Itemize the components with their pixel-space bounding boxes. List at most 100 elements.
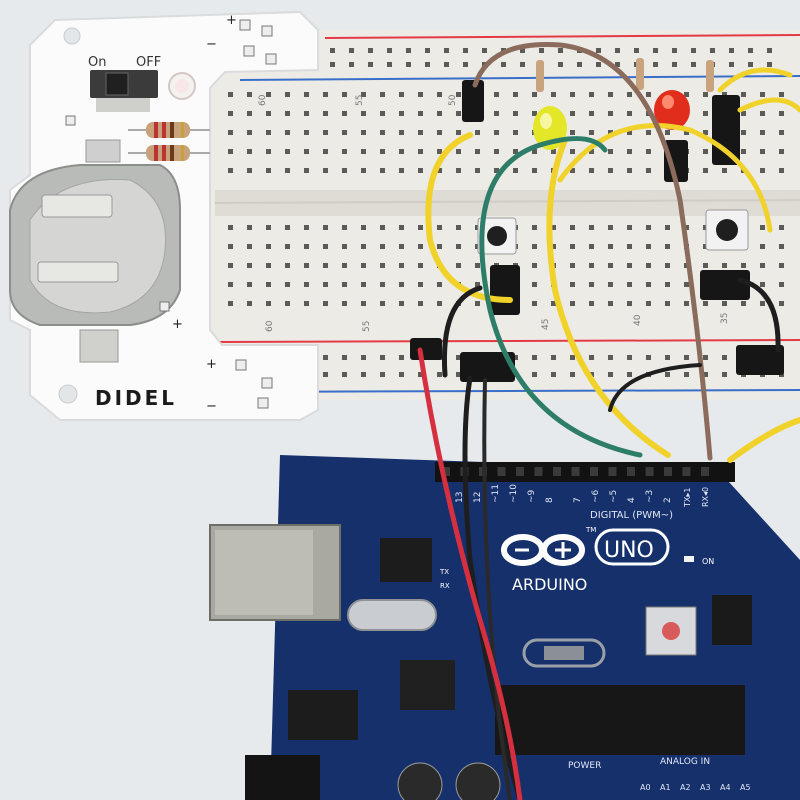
breadboard-hole <box>475 301 480 306</box>
center-groove <box>214 199 800 204</box>
rail-hole <box>684 372 689 377</box>
rail-hole <box>323 372 328 377</box>
breadboard-hole <box>323 168 328 173</box>
pin-label-4: 4 <box>627 497 637 503</box>
breadboard: 60 55 50 60 55 45 40 35 <box>205 30 800 400</box>
breadboard-hole <box>513 92 518 97</box>
breadboard-hole <box>627 244 632 249</box>
header-pin-socket <box>534 467 543 476</box>
breadboard-hole <box>741 111 746 116</box>
rail-hole <box>520 48 525 53</box>
rail-hole <box>691 62 696 67</box>
breadboard-hole <box>361 168 366 173</box>
breadboard-hole <box>722 92 727 97</box>
breadboard-hole <box>741 301 746 306</box>
breadboard-hole <box>646 301 651 306</box>
row-number-50-top: 50 <box>448 94 458 106</box>
push-button-right-cap[interactable] <box>716 219 738 241</box>
header-pin-socket <box>590 467 598 476</box>
rail-hole <box>722 372 727 377</box>
breadboard-hole <box>532 244 537 249</box>
breadboard-hole <box>342 149 347 154</box>
rail-hole <box>596 62 601 67</box>
breadboard-hole <box>570 301 575 306</box>
digital-header-pins <box>442 467 709 476</box>
rail-hole <box>558 62 563 67</box>
breadboard-hole <box>646 130 651 135</box>
breadboard-hole <box>399 92 404 97</box>
breadboard-hole <box>247 92 252 97</box>
rail-hole <box>577 62 582 67</box>
breadboard-hole <box>342 282 347 287</box>
breadboard-hole <box>513 149 518 154</box>
breadboard-hole <box>247 130 252 135</box>
breadboard-hole <box>380 244 385 249</box>
breadboard-hole <box>361 130 366 135</box>
rail-hole <box>425 62 430 67</box>
black-wire-bottom <box>608 363 702 412</box>
green-wire <box>479 136 643 458</box>
breadboard-hole <box>323 225 328 230</box>
breadboard-hole <box>456 149 461 154</box>
digital-header <box>435 462 735 482</box>
breadboard-hole <box>760 92 765 97</box>
rail-hole <box>722 355 727 360</box>
header-pin-socket <box>701 467 709 476</box>
breadboard-hole <box>342 225 347 230</box>
mount-hole-bottom <box>58 384 78 404</box>
rail-hole <box>368 62 373 67</box>
breadboard-hole <box>494 149 499 154</box>
breadboard-hole <box>228 149 233 154</box>
breadboard-hole <box>703 263 708 268</box>
breadboard-hole <box>399 168 404 173</box>
header-pin-socket <box>442 467 450 476</box>
breadboard-hole <box>646 92 651 97</box>
breadboard-hole <box>551 244 556 249</box>
breadboard-hole <box>779 263 784 268</box>
breadboard-hole <box>665 263 670 268</box>
breadboard-hole <box>399 301 404 306</box>
usb-port-face <box>215 530 313 615</box>
slide-switch-knob[interactable] <box>105 72 129 96</box>
breadboard-hole <box>456 168 461 173</box>
rail-hole <box>330 48 335 53</box>
breadboard-hole <box>589 263 594 268</box>
analog-pin-A2: A2 <box>680 783 691 792</box>
breadboard-hole <box>418 149 423 154</box>
switch-on-label: On <box>88 55 106 70</box>
breadboard-hole <box>684 130 689 135</box>
breadboard-hole <box>342 168 347 173</box>
push-button-left-cap[interactable] <box>487 226 507 246</box>
breadboard-hole <box>361 149 366 154</box>
breadboard-hole <box>342 92 347 97</box>
breadboard-hole <box>551 92 556 97</box>
breadboard-hole <box>361 92 366 97</box>
breadboard-hole <box>304 111 309 116</box>
pin-label-2: 2 <box>663 497 673 503</box>
breadboard-hole <box>570 168 575 173</box>
breadboard-hole <box>304 149 309 154</box>
header-pin-socket <box>497 467 506 476</box>
breadboard-hole <box>760 149 765 154</box>
breadboard-hole <box>418 111 423 116</box>
breadboard-hole <box>418 301 423 306</box>
row-number-55-bottom: 55 <box>362 321 372 332</box>
rail-hole <box>532 372 537 377</box>
rail-hole <box>444 62 449 67</box>
header-pin-socket <box>682 467 691 476</box>
breadboard-hole <box>475 168 480 173</box>
breadboard-hole <box>665 130 670 135</box>
rail-hole <box>380 372 385 377</box>
breadboard-hole <box>760 168 765 173</box>
top-resistors <box>536 58 714 92</box>
dc-power-jack[interactable] <box>245 755 320 800</box>
reset-button-cap[interactable] <box>662 622 680 640</box>
rail-hole <box>349 48 354 53</box>
resonator <box>544 646 584 660</box>
header-pin-socket <box>608 467 617 476</box>
yellow-wire-left <box>425 132 513 303</box>
icsp-header <box>712 595 752 645</box>
breadboard-hole <box>437 225 442 230</box>
breadboard-hole <box>665 225 670 230</box>
